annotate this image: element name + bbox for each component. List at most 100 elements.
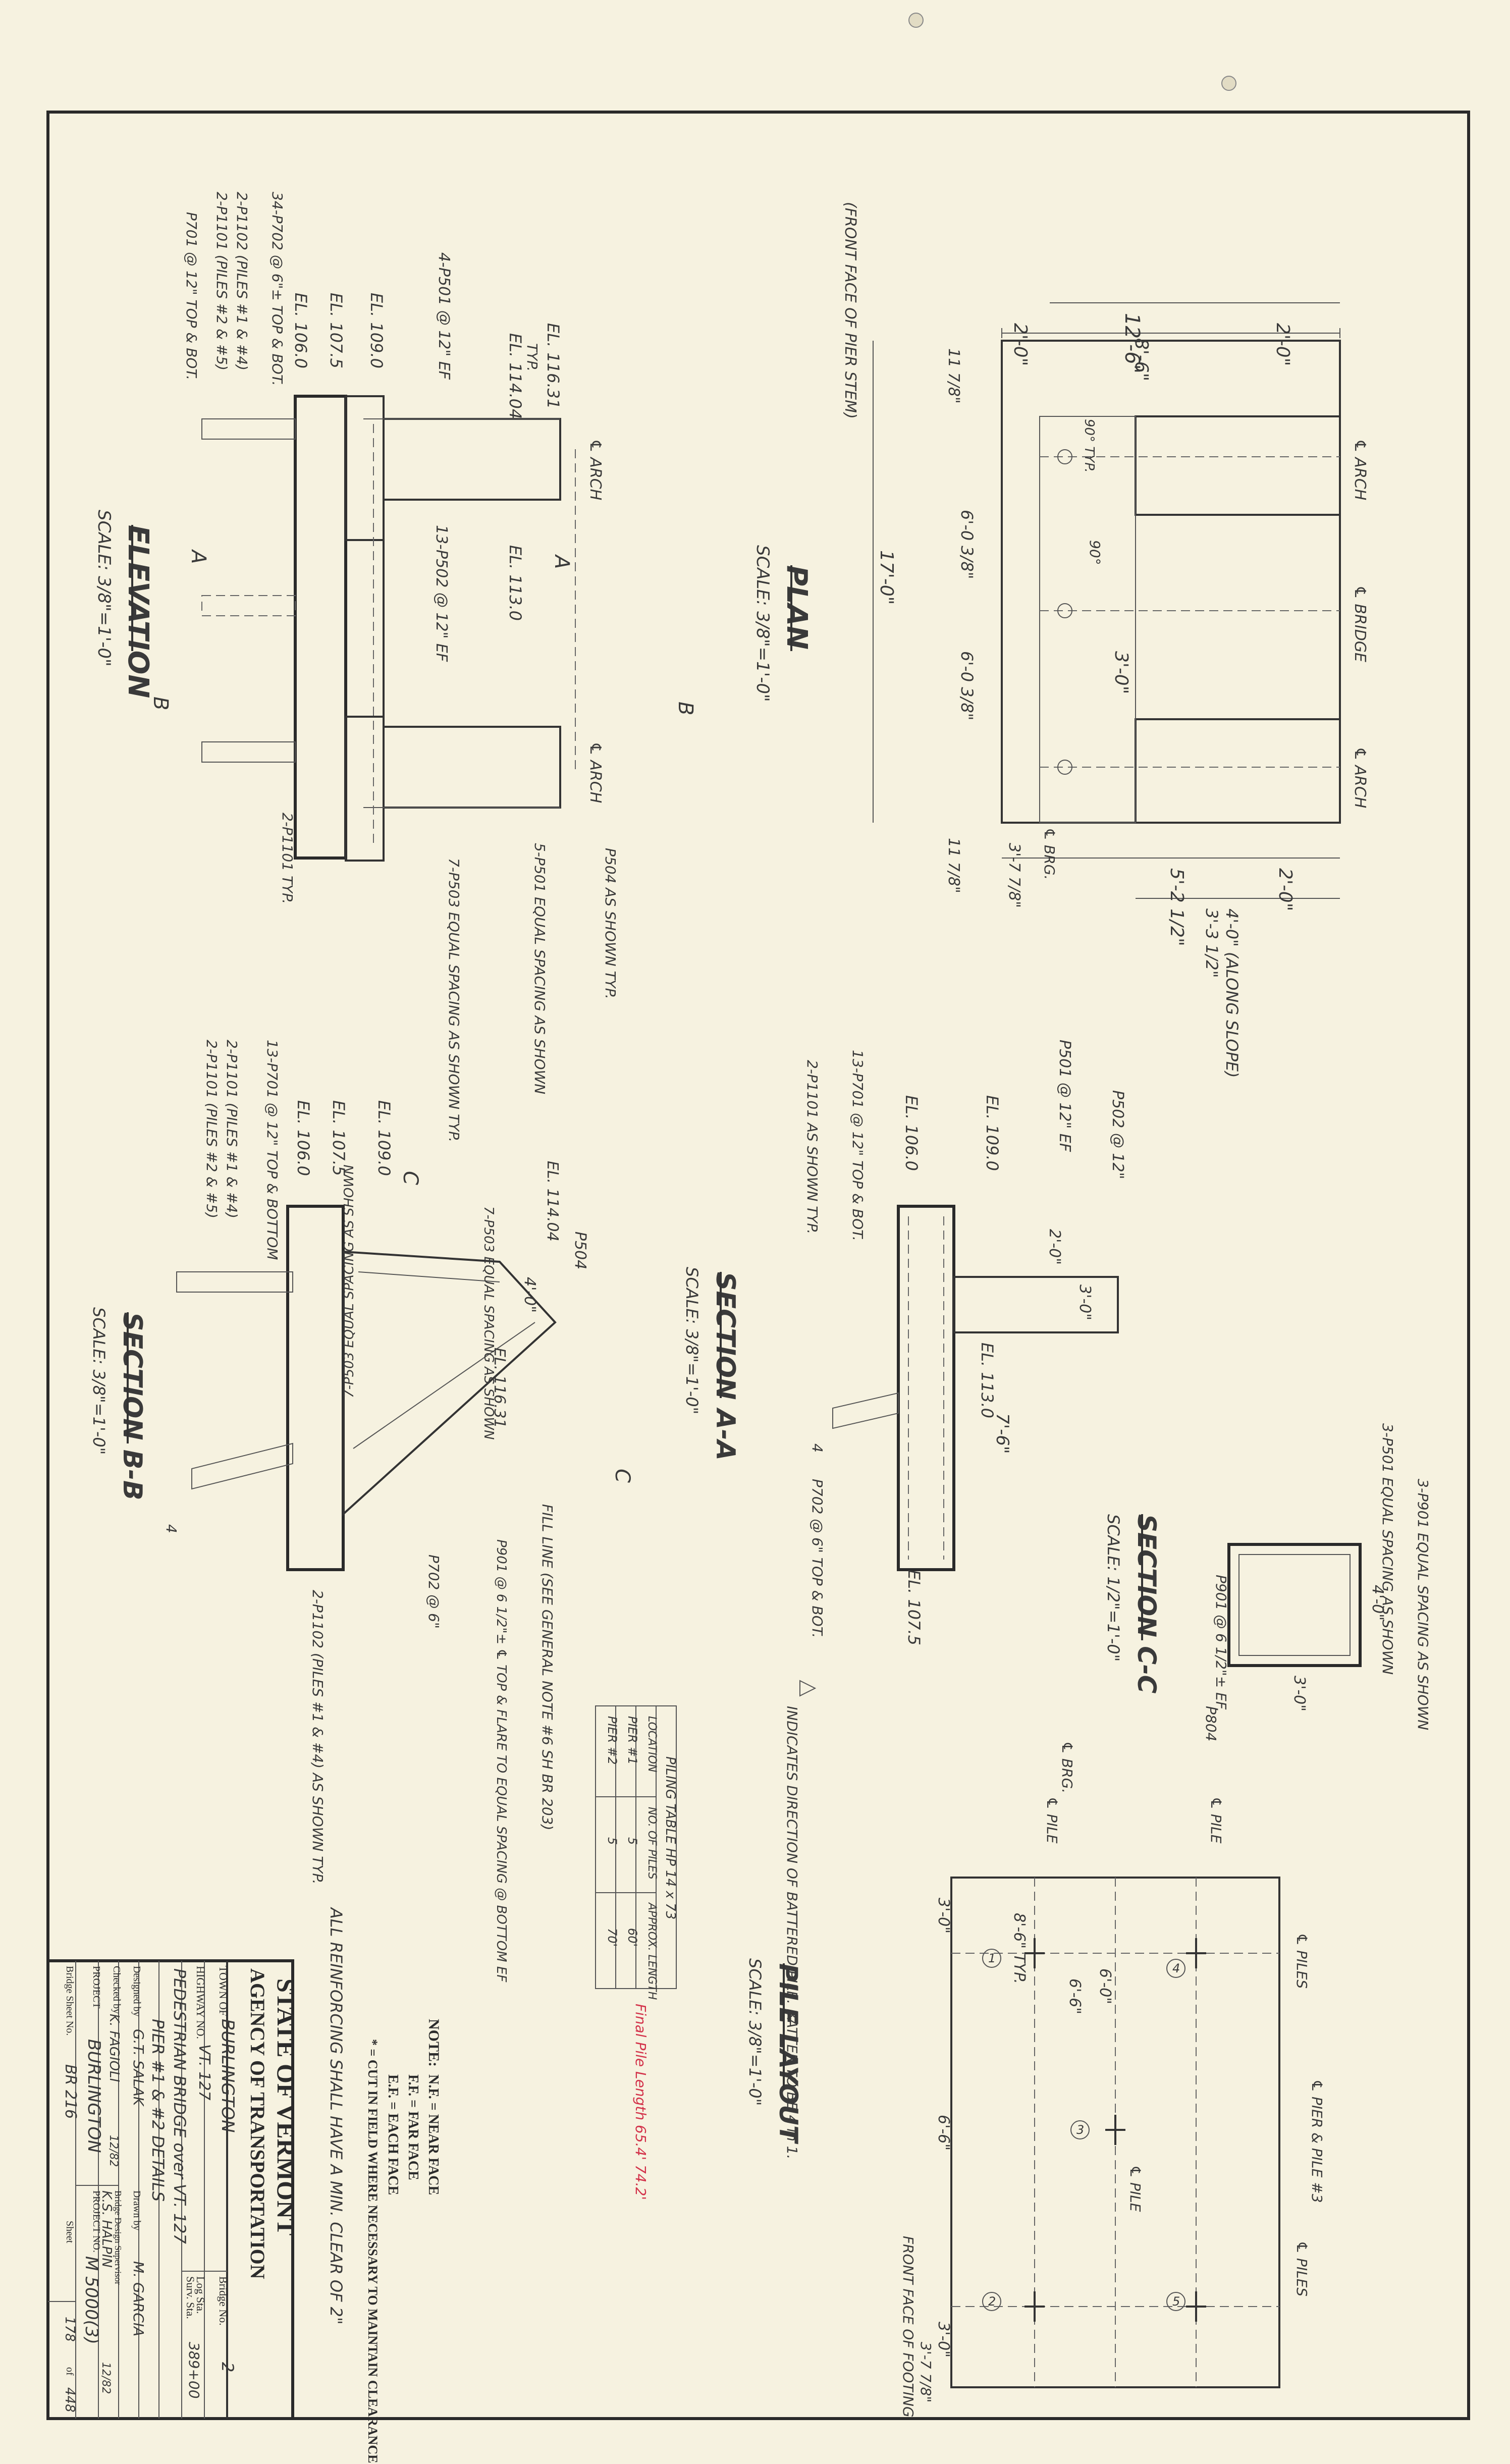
pl-brg: ℄ BRG. xyxy=(1059,1741,1075,1793)
aa-p1101: 2-P1101 AS SHOWN TYP. xyxy=(804,1060,821,1234)
elev-el-106: EL. 106.0 xyxy=(291,293,310,368)
elev-pile xyxy=(201,418,296,440)
elev-section-a-upper: A xyxy=(550,554,573,569)
bb-dim-4ft: 4'-0" xyxy=(521,1277,538,1313)
elev-el-116: EL. 116.31 xyxy=(544,323,563,409)
pl-pile-b: ℄ PILE xyxy=(1208,1797,1224,1844)
elev-p1101-typ: 2-P1101 TYP. xyxy=(279,813,296,904)
elev-el-113: EL. 113.0 xyxy=(506,545,525,621)
piling-table-final-length: Final Pile Length 65.4' 74.2' xyxy=(632,2004,649,2200)
plan-dim-along-slope: 4'-0" (ALONG SLOPE) xyxy=(1222,908,1242,1078)
plan-arch-seat-lower xyxy=(1135,718,1341,824)
elev-arch-seat-upper xyxy=(383,418,561,501)
title-supervisor-date: 12/82 xyxy=(99,2362,112,2394)
title-designed-label: Designed by xyxy=(131,1966,142,2017)
pl-dim-6ft: 6'-0" xyxy=(1096,1968,1114,2004)
plan-footing-outline xyxy=(1001,340,1341,824)
pile-3: 3 xyxy=(1070,2115,1125,2145)
title-highway-label: HIGHWAY NO. xyxy=(194,1966,207,2039)
pl-pile-a: ℄ PILE xyxy=(1044,1797,1060,1844)
pile-number: 3 xyxy=(1076,2123,1084,2137)
aa-p501: P501 @ 12" EF xyxy=(1056,1040,1073,1152)
pile-note: INDICATES DIRECTION OF BATTERED PILE. BA… xyxy=(784,1680,817,2159)
note-line: F.F. = FAR FACE xyxy=(405,2074,421,2180)
plan-scale: SCALE: 3/8"=1'-0" xyxy=(752,545,773,702)
plan-angle-typ: 90° TYP. xyxy=(1082,419,1097,472)
punch-hole xyxy=(908,13,924,28)
table-row: 70' xyxy=(605,1928,619,1947)
section-aa-view: P502 @ 12" P501 @ 12" EF EL. 109.0 EL. 1… xyxy=(682,1040,1126,1645)
elev-p503-equal: 7-P503 EQUAL SPACING AS SHOWN TYP. xyxy=(446,858,462,1142)
title-drawn: M. GARCIA xyxy=(130,2261,147,2336)
bb-p504: P504 xyxy=(571,1231,589,1269)
plan-dim-6ft-b: 6'-0 3/8" xyxy=(957,651,977,720)
bb-section-c-lower: C xyxy=(611,1469,634,1483)
note-line: * = CUT IN FIELD WHERE NECESSARY TO MAIN… xyxy=(365,2039,380,2463)
pl-dim-8ft6: 8'-6" TYP. xyxy=(1010,1913,1028,1984)
plan-angle: 90° xyxy=(1087,540,1103,565)
title-of-label: of xyxy=(64,2367,75,2376)
sheet-border xyxy=(46,111,1470,2420)
piling-table: PILING TABLE HP 14 x 73 LOCATION NO. OF … xyxy=(595,1705,678,2200)
bb-el-109: EL. 109.0 xyxy=(374,1100,394,1176)
cc-p901-ef: P901 @ 6 1/2"± EF. xyxy=(1213,1575,1229,1712)
plan-label-bridge: ℄ BRIDGE xyxy=(1351,585,1369,662)
plan-label-brg: ℄ BRG. xyxy=(1041,828,1058,880)
title-highway: VT. 127 xyxy=(195,2044,213,2101)
title-bridge-sheet: BR 216 xyxy=(62,2064,79,2119)
aa-dim-2ft: 2'-0" xyxy=(1046,1229,1063,1265)
bb-p503-upper: 7-P503 EQUAL SPACING AS SHOWN xyxy=(481,1206,496,1440)
section-bb-battered-pile xyxy=(191,1442,293,1490)
piling-table-header-length: APPROX. LENGTH xyxy=(645,1902,658,2000)
title-bridge-no-label: Bridge No. xyxy=(217,2276,230,2326)
table-row: 5 xyxy=(605,1837,619,1845)
table-row: PIER #2 xyxy=(605,1716,619,1764)
elev-p1102: 2-P1102 (PILES #1 & #4) xyxy=(234,192,250,370)
pile-note-text: INDICATES DIRECTION OF BATTERED PILE. BA… xyxy=(784,1706,800,2159)
section-bb-view: EL. 114.04 P504 EL. 109.0 EL. 107.5 EL. … xyxy=(89,1040,634,1983)
section-aa-stem xyxy=(953,1276,1119,1333)
title-sheet-label: Sheet xyxy=(64,2221,75,2243)
pile-4: 4 xyxy=(1166,1938,1206,1978)
plan-dim-right: 2'-0" xyxy=(1272,323,1293,366)
title-block: STATE OF VERMONT AGENCY OF TRANSPORTATIO… xyxy=(46,1959,300,2420)
cc-p901-equal: 3-P901 EQUAL SPACING AS SHOWN xyxy=(1415,1479,1431,1730)
bb-section-c-upper: C xyxy=(399,1171,422,1185)
notes-heading: NOTE: xyxy=(425,2019,442,2067)
title-project-no: M 5000(3) xyxy=(81,2256,101,2344)
plan-arch-seat-upper xyxy=(1135,415,1341,516)
elevation-view: EL. 116.31 EL. 114.04 EL. 113.0 EL. 109.… xyxy=(94,192,697,1142)
title-of: 448 xyxy=(62,2387,77,2413)
title-drawn-label: Drawn by xyxy=(131,2190,142,2230)
plan-dim-5ft: 5'-2 1/2" xyxy=(1166,868,1187,946)
aa-batter: 4 xyxy=(809,1443,826,1453)
section-cc-scale: SCALE: 1/2"=1'-0" xyxy=(1104,1514,1123,1662)
bb-p702: P702 @ 6" xyxy=(425,1555,442,1629)
elevation-title: ELEVATION xyxy=(122,525,154,698)
title-designed: G.T. SALAK xyxy=(130,2029,147,2107)
plan-pier-stem xyxy=(1039,416,1136,823)
section-aa-footing xyxy=(897,1205,955,1571)
section-aa-battered-pile xyxy=(832,1392,899,1429)
pile-layout-scale: SCALE: 3/8"=1'-0" xyxy=(745,1958,765,2106)
elev-section-a-lower: A xyxy=(187,549,210,564)
bb-p503-lower: 7-P503 EQUAL SPACING AS SHOWN xyxy=(342,1164,357,1398)
elev-typ: TYP. xyxy=(524,343,541,371)
aa-dim-3ft: 3'-0" xyxy=(1076,1284,1094,1320)
note-line: E.F. = EACH FACE xyxy=(385,2074,401,2195)
title-surv-sta: 389+00 xyxy=(186,2342,202,2399)
title-checked-label: Checked by xyxy=(111,1966,122,2014)
bb-p901: P901 @ 6 1/2"± ℄ TOP & FLARE TO EQUAL SP… xyxy=(494,1539,509,1983)
bb-fill-line: FILL LINE (SEE GENERAL NOTE #6 SH BR 203… xyxy=(539,1504,556,1831)
batter-triangle-icon xyxy=(799,1680,817,1697)
pl-pier-pile: ℄ PIER & PILE #3 xyxy=(1309,2079,1325,2203)
title-agency: AGENCY OF TRANSPORTATION xyxy=(246,1968,269,2279)
elev-el-109: EL. 109.0 xyxy=(367,293,386,368)
elev-p504: P504 AS SHOWN TYP. xyxy=(602,848,619,999)
plan-label-arch-upper: ℄ ARCH xyxy=(1351,439,1369,500)
elev-section-b-upper: B xyxy=(674,702,697,715)
section-aa-title: SECTION A-A xyxy=(710,1272,740,1461)
section-cc-outline xyxy=(1227,1543,1362,1667)
pl-dim-3ft7: 3'-7 7/8" xyxy=(918,2342,934,2402)
